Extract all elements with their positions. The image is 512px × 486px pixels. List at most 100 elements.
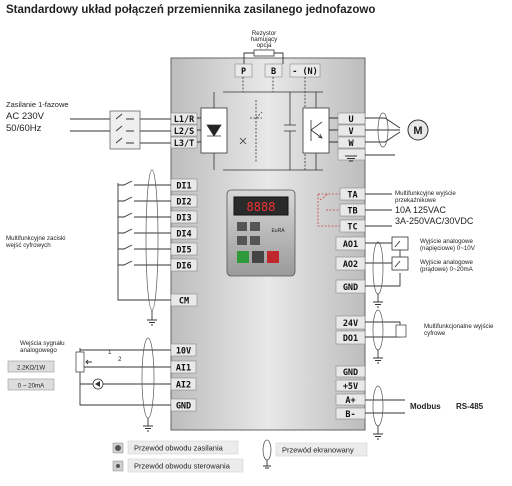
keypad-brand: EuRA: [271, 228, 285, 234]
terminal-di6: DI6: [176, 262, 191, 272]
motor-label: M: [413, 125, 422, 137]
ai-label2: analogowego: [20, 347, 57, 354]
relay-rating2: 3A-250VAC/30VDC: [395, 216, 474, 226]
shielded-wire-icon: [262, 439, 272, 461]
digital-label-line1: Multifunkcyjne zaciski: [6, 235, 66, 242]
terminal-5v: +5V: [343, 382, 358, 392]
terminal-tc: TC: [347, 223, 357, 233]
terminal-di5: DI5: [176, 246, 191, 256]
shield-ellipse: [372, 309, 384, 351]
do-label2: cyfrowe: [424, 330, 446, 337]
terminal-l2s: L2/S: [174, 127, 194, 137]
supply-label: Zasilanie 1-fazowe: [6, 100, 69, 109]
digital-label-line2: wejść cyfrowych: [5, 242, 51, 249]
terminal-ao1: AO1: [343, 240, 358, 250]
stop-button: [267, 251, 279, 263]
ground-icon: [373, 426, 383, 440]
ammeter-icon: [391, 256, 409, 271]
terminal-b-minus: B-: [345, 410, 355, 420]
terminal-di1: DI1: [176, 182, 191, 192]
terminal-a-plus: A+: [345, 396, 355, 406]
motor-icon: [407, 119, 429, 141]
relay-rating1: 10A 125VAC: [395, 205, 446, 215]
terminal-u: U: [348, 115, 353, 125]
shield-ellipse: [377, 112, 389, 148]
shield-ellipse: [145, 169, 159, 311]
pot-rating: 2.2KΩ/1W: [17, 365, 46, 372]
legend-control: Przewód obwodu sterowania: [134, 462, 231, 471]
keypad-display: 8888: [247, 200, 276, 214]
dc-bus-capacitor: [284, 92, 296, 170]
relay-output: TA TB TC Multifunkcyjne wyjście przekaźn…: [317, 187, 474, 233]
terminal-ai1: AI1: [176, 364, 191, 374]
legend-power: Przewód obwodu zasilania: [134, 444, 224, 453]
brake-resistor: Rezystor hamujący opcja: [243, 30, 284, 64]
terminal-gnd-ao: GND: [343, 283, 358, 293]
legend-shielded: Przewód ekranowany: [282, 446, 354, 455]
ground-icon: [345, 155, 357, 162]
brake-resistor-line1: Rezystor: [252, 30, 276, 37]
analog-outputs: AO1 AO2 GND Wyjście analogowe (napięciow…: [335, 236, 476, 308]
ao2-label2: (prądowe) 0~20mA: [420, 266, 474, 273]
ai-label1: Wejścia sygnału: [20, 340, 65, 347]
ao1-label1: Wyjście analogowe: [420, 238, 473, 245]
input-terminals: L1/R L2/S L3/T: [170, 112, 201, 149]
terminal-24v: 24V: [343, 319, 358, 329]
supply-voltage: AC 230V: [6, 111, 45, 122]
ground-icon: [373, 294, 383, 308]
analog-inputs: Wejścia sygnału analogowego 10V AI1 AI2 …: [7, 337, 197, 432]
digital-output: 24V DO1 Multifunkcjonalne wyjście cyfrow…: [335, 309, 494, 364]
terminal-gnd-comm: GND: [343, 368, 358, 378]
relay-coil-icon: [395, 324, 407, 338]
igbt-block: [302, 107, 330, 154]
terminal-b: [264, 63, 283, 78]
digital-inputs: Multifunkcyjne zaciski wejść cyfrowych D…: [5, 169, 198, 326]
terminal-l3t: L3/T: [174, 139, 194, 149]
comm-protocol: RS-485: [456, 402, 484, 411]
terminal-di4: DI4: [176, 230, 191, 240]
terminal-gnd-ai: GND: [176, 402, 191, 412]
relay-label2: przekaźnikowe: [395, 197, 436, 204]
jumper-2: 2: [118, 356, 122, 363]
terminal-minus-n-label: - (N): [292, 67, 318, 77]
legend: Przewód obwodu zasilania Przewód obwodu …: [112, 439, 368, 473]
terminal-ai2: AI2: [176, 381, 191, 391]
run-button: [237, 251, 249, 263]
page-title: Standardowy układ połączeń przemiennika …: [6, 4, 375, 16]
comm-terminals: GND +5V A+ B- Modbus RS-485: [335, 365, 484, 440]
terminal-di3: DI3: [176, 214, 191, 224]
ao2-label1: Wyjście analogowe: [420, 259, 473, 266]
output-terminals: U V W M: [329, 112, 429, 162]
ao1-label2: (napięciowe) 0~10V: [420, 245, 476, 252]
brake-resistor-line3: opcja: [257, 42, 272, 49]
resistor-symbol: [253, 49, 275, 57]
power-stage: [200, 77, 330, 171]
dc-terminals: P B - (N): [234, 63, 321, 78]
ground-icon: [143, 418, 153, 432]
terminal-tb: TB: [347, 207, 357, 217]
terminal-cm: CM: [179, 297, 189, 307]
jumper-1: 1: [108, 349, 112, 356]
supply-frequency: 50/60Hz: [6, 123, 42, 134]
supply-section: Zasilanie 1-fazowe AC 230V 50/60Hz: [6, 100, 171, 150]
ground-icon: [373, 350, 383, 364]
terminal-b-label: B: [271, 67, 276, 77]
current-rating: 0 ~ 20mA: [18, 383, 46, 390]
shield-ellipse: [372, 385, 384, 427]
terminal-w: W: [348, 139, 354, 149]
relay-label1: Multifunkcyjne wyjście: [395, 190, 456, 197]
terminal-ao2: AO2: [343, 260, 358, 270]
terminal-v: V: [348, 127, 353, 137]
terminal-p: [234, 63, 253, 78]
do-label1: Multifunkcjonalne wyjście: [424, 323, 494, 330]
ground-icon: [147, 310, 157, 326]
brake-resistor-line2: hamujący: [251, 36, 278, 43]
circuit-breaker: [109, 110, 141, 150]
terminal-do1: DO1: [343, 334, 358, 344]
terminal-10v: 10V: [176, 347, 191, 357]
keypad: 8888 EuRA: [226, 189, 296, 277]
terminal-p-label: P: [241, 67, 246, 77]
terminal-l1r: L1/R: [174, 115, 195, 125]
